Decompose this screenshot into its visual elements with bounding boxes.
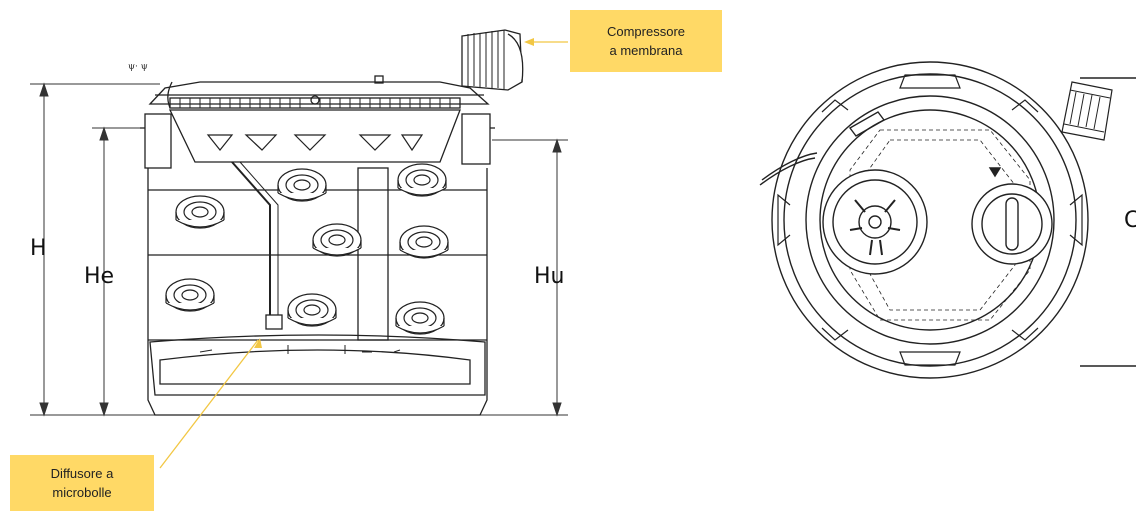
- dimension-label-he: He: [84, 264, 115, 289]
- callout-diffusore-line1: Diffusore a: [50, 466, 114, 481]
- callout-diffusore-line2: microbolle: [52, 485, 112, 500]
- callout-compressore-line2: a membrana: [609, 43, 683, 58]
- bio-media-carriers: [165, 163, 449, 335]
- leader-lines: [159, 38, 568, 469]
- tank-top-view: [759, 61, 1136, 379]
- dimension-label-h: H: [30, 236, 47, 261]
- compressor-side: [461, 29, 524, 91]
- compressor-top: [1061, 81, 1113, 141]
- callout-compressore-line1: Compressore: [606, 24, 686, 39]
- dimension-lines: [30, 82, 568, 417]
- scribble-annotation: ψ· ψ: [128, 62, 148, 72]
- callout-diffusore: Diffusore a microbolle: [10, 455, 154, 511]
- callout-compressore: Compressore a membrana: [570, 10, 722, 72]
- dimension-label-hu: Hu: [534, 264, 565, 289]
- dimension-label-c: C: [1124, 208, 1136, 233]
